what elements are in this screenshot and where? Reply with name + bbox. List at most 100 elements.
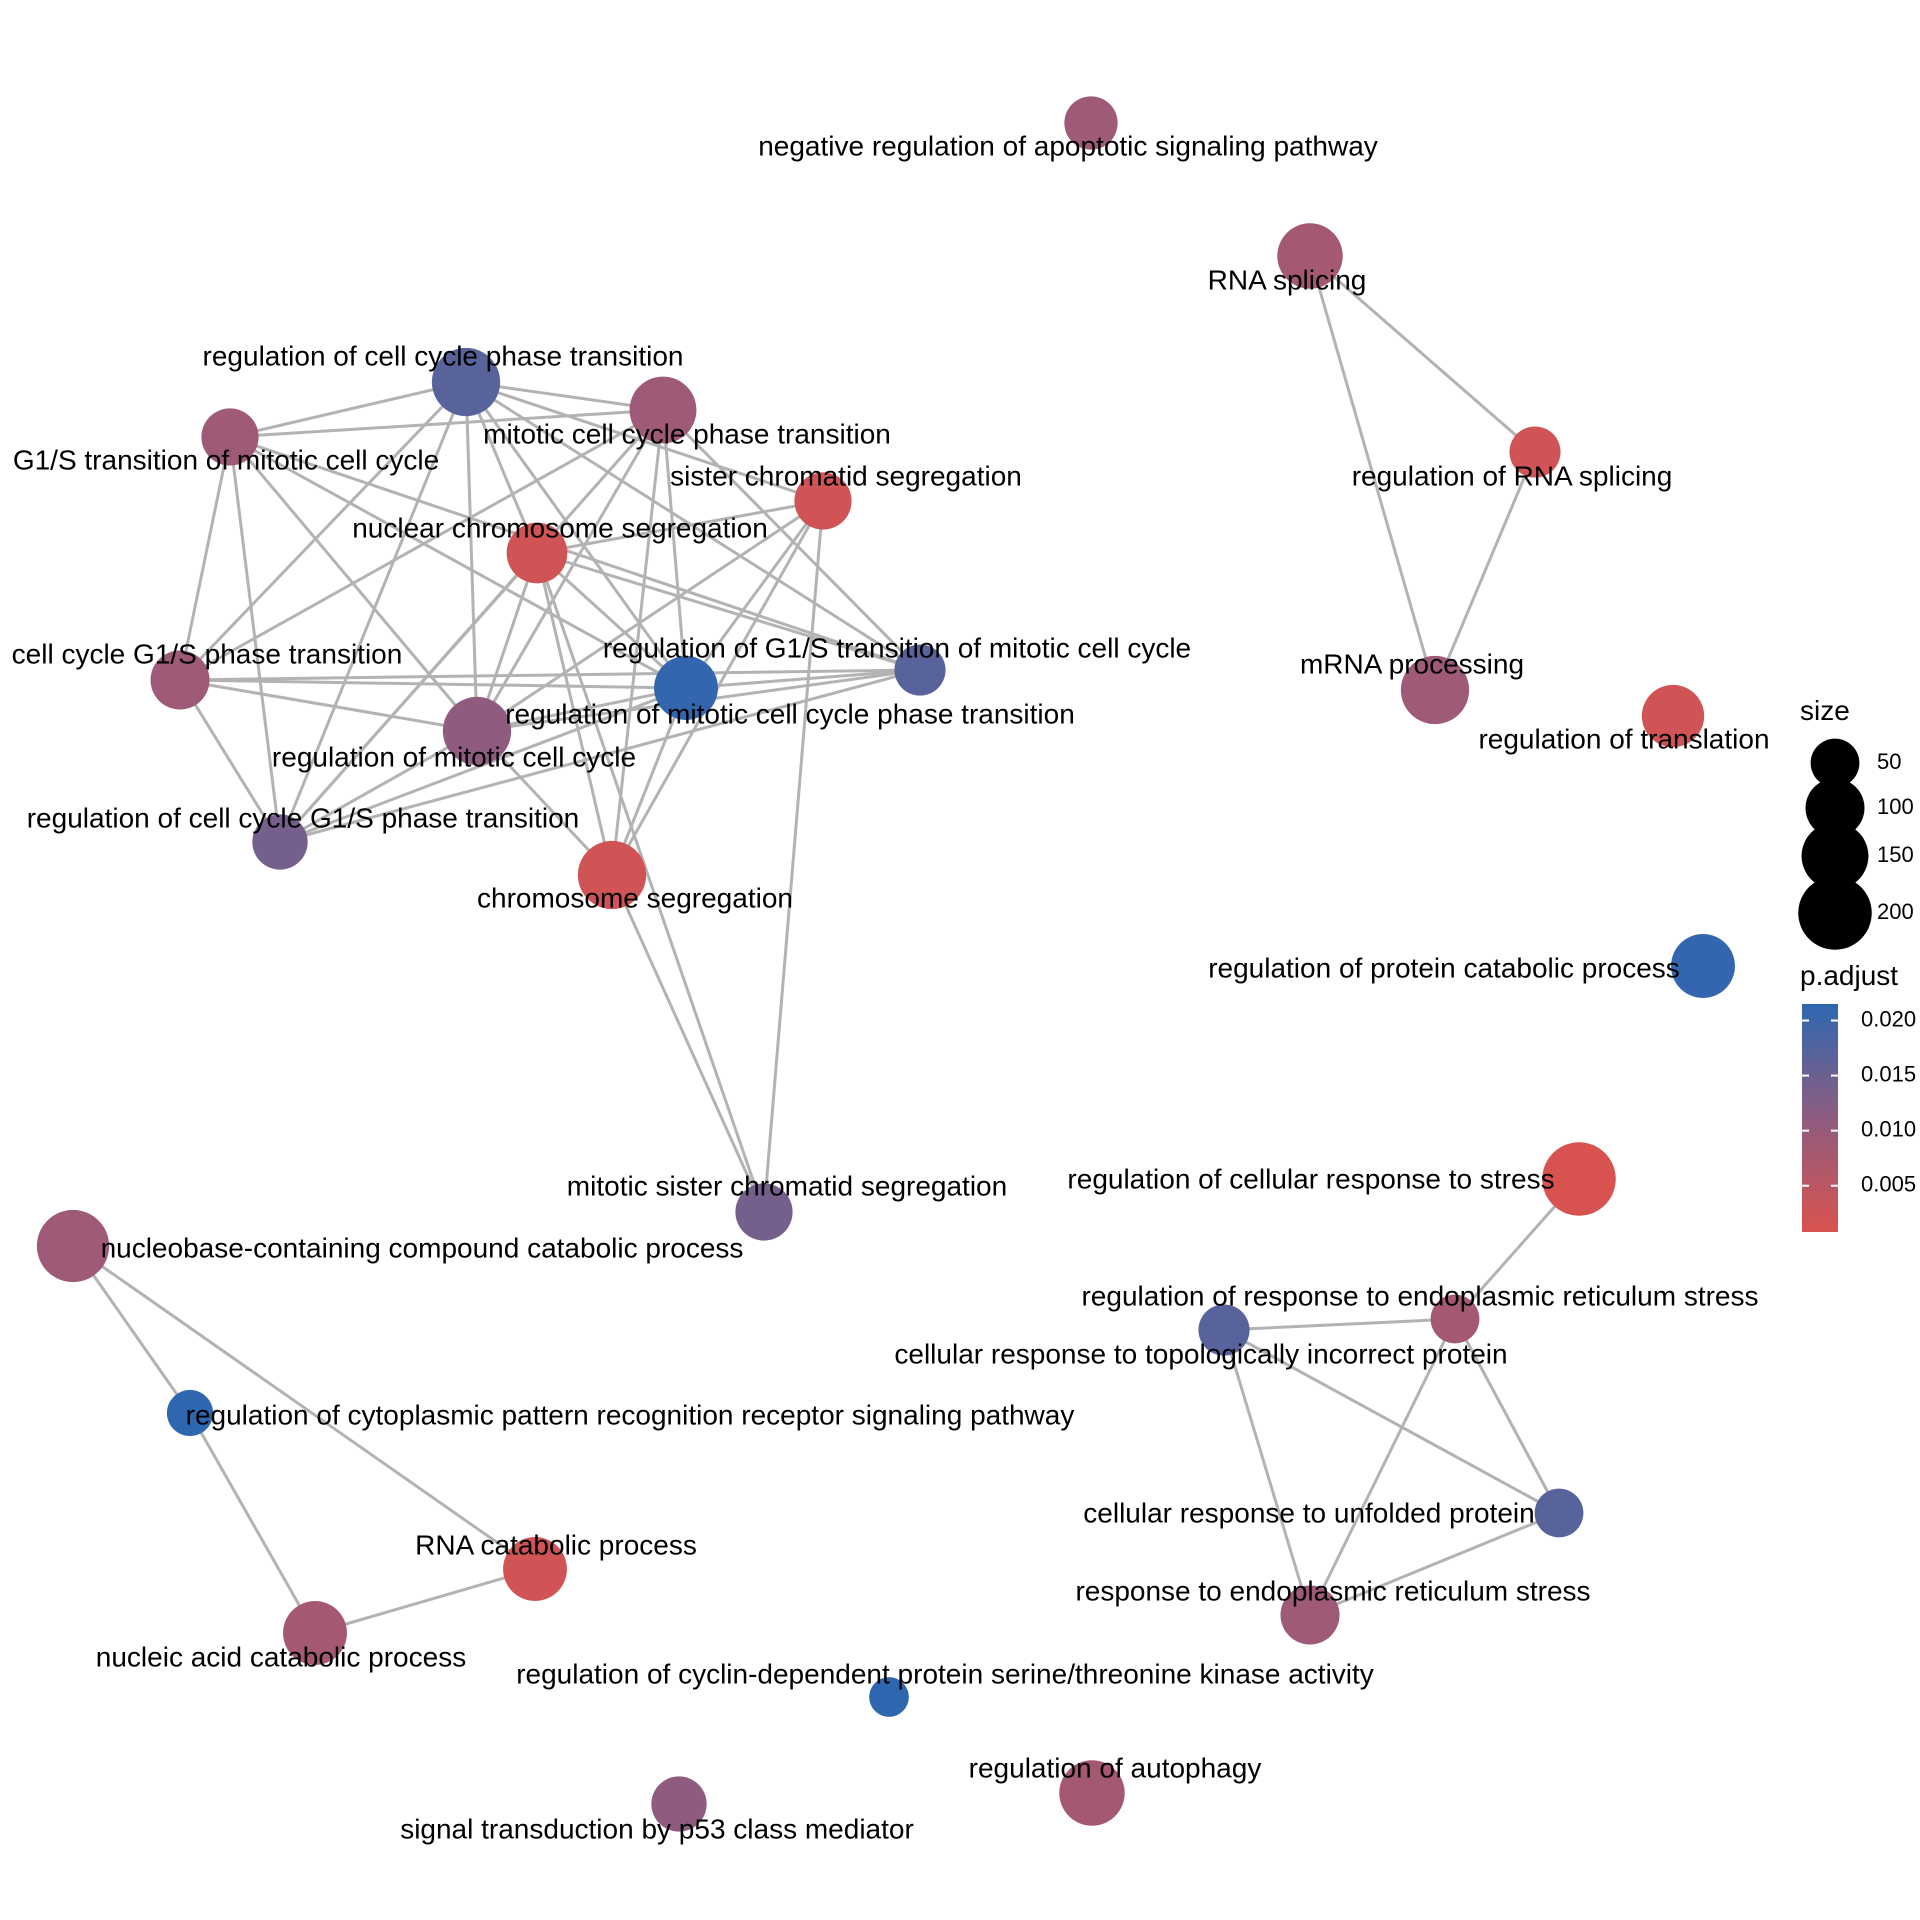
- edge-sister_chrom-mitotic_sister: [762, 500, 825, 1213]
- labels-layer: negative regulation of apoptotic signali…: [12, 130, 1770, 1844]
- node-mrna_proc: [1400, 655, 1470, 725]
- node-label-cc_g1s: cell cycle G1/S phase transition: [12, 638, 403, 669]
- node-label-reg_prot_catab: regulation of protein catabolic process: [1208, 952, 1680, 983]
- node-label-reg_cyto_prr: regulation of cytoplasmic pattern recogn…: [186, 1399, 1075, 1430]
- node-label-reg_cc_phase: regulation of cell cycle phase transitio…: [203, 340, 684, 371]
- edge-reg_cc_phase-g1s_mitotic: [229, 380, 467, 439]
- node-reg_cell_stress: [1542, 1142, 1616, 1216]
- size-legend-circle-150: [1801, 822, 1869, 890]
- edge-reg_cc_phase-reg_mitotic_cc: [464, 381, 479, 732]
- node-reg_mitotic_phase: [654, 656, 718, 720]
- colorbar-tick-label: 0.020: [1861, 1006, 1916, 1031]
- node-label-topo_incorrect: cellular response to topologically incor…: [894, 1338, 1507, 1369]
- node-label-nuclear_chrom: nuclear chromosome segregation: [352, 512, 768, 543]
- edge-cc_g1s-reg_mitotic_phase: [179, 678, 687, 690]
- node-reg_mitotic_cc: [442, 696, 512, 766]
- edge-g1s_mitotic-reg_g1s_mitotic: [229, 435, 921, 672]
- node-reg_translation: [1641, 684, 1705, 748]
- node-nucleobase_catab: [36, 1209, 110, 1283]
- edge-sister_chrom-reg_mitotic_cc: [476, 499, 824, 733]
- edge-mitotic_cc_phase-reg_mitotic_phase: [661, 409, 688, 689]
- node-label-mitotic_sister: mitotic sister chromatid segregation: [567, 1170, 1007, 1201]
- edge-g1s_mitotic-reg_mitotic_phase: [229, 435, 687, 690]
- node-label-reg_cell_stress: regulation of cellular response to stres…: [1067, 1163, 1554, 1194]
- node-mitotic_cc_phase: [629, 376, 697, 444]
- size-legend-label-50: 50: [1877, 749, 1901, 774]
- node-mitotic_sister: [735, 1183, 793, 1241]
- edge-reg_g1s_mitotic-reg_mitotic_phase: [685, 668, 921, 690]
- edge-reg_cc_phase-reg_cc_g1s: [278, 381, 468, 843]
- node-label-reg_cc_g1s: regulation of cell cycle G1/S phase tran…: [27, 802, 580, 833]
- node-reg_prot_catab: [1671, 934, 1735, 998]
- colorbar-tick-label: 0.015: [1861, 1061, 1916, 1086]
- node-reg_autophagy: [1059, 1760, 1125, 1826]
- node-label-nucleobase_catab: nucleobase-containing compound catabolic…: [101, 1232, 744, 1263]
- node-label-unfolded_prot: cellular response to unfolded protein: [1083, 1497, 1534, 1528]
- node-reg_cc_g1s: [252, 814, 308, 870]
- edge-reg_cc_phase-cc_g1s: [178, 380, 468, 682]
- node-reg_rna_splicing: [1509, 426, 1561, 478]
- edge-nuclear_chrom-reg_cc_g1s: [278, 552, 539, 843]
- edge-reg_mitotic_cc-reg_cc_g1s: [279, 729, 478, 844]
- node-label-reg_autophagy: regulation of autophagy: [969, 1752, 1262, 1783]
- node-label-reg_g1s_mitotic: regulation of G1/S transition of mitotic…: [603, 632, 1191, 663]
- node-cc_g1s: [150, 650, 210, 710]
- node-unfolded_prot: [1534, 1488, 1584, 1538]
- edge-reg_cc_phase-reg_mitotic_phase: [464, 381, 688, 689]
- node-topo_incorrect: [1198, 1304, 1250, 1356]
- node-g1s_mitotic: [201, 408, 259, 466]
- node-reg_cc_phase: [431, 347, 501, 417]
- node-nucleic_catab: [283, 1601, 347, 1665]
- edge-chrom_seg-mitotic_sister: [610, 874, 766, 1213]
- node-label-reg_rna_splicing: regulation of RNA splicing: [1352, 460, 1673, 491]
- size-legend-circle-50: [1810, 738, 1860, 788]
- edge-rna_splicing-reg_rna_splicing: [1309, 254, 1536, 454]
- edge-cc_g1s-reg_g1s_mitotic: [179, 668, 921, 682]
- node-label-reg_mitotic_phase: regulation of mitotic cell cycle phase t…: [505, 698, 1075, 729]
- node-neg_apop: [1064, 96, 1118, 150]
- edge-reg_mitotic_phase-reg_mitotic_cc: [476, 686, 687, 733]
- edge-reg_rna_splicing-mrna_proc: [1433, 451, 1537, 691]
- node-label-neg_apop: negative regulation of apoptotic signali…: [758, 130, 1378, 161]
- node-label-sister_chrom: sister chromatid segregation: [670, 460, 1022, 491]
- size-legend-circle-200: [1798, 876, 1872, 950]
- size-legend-label-100: 100: [1877, 794, 1914, 819]
- edge-reg_er_stress-topo_incorrect: [1223, 1317, 1456, 1332]
- edge-g1s_mitotic-cc_g1s: [178, 436, 232, 681]
- edge-mitotic_cc_phase-reg_mitotic_cc: [475, 409, 665, 732]
- edge-nuclear_chrom-mitotic_sister: [535, 552, 766, 1213]
- node-label-reg_mitotic_cc: regulation of mitotic cell cycle: [272, 741, 636, 772]
- edge-nuclear_chrom-chrom_seg: [535, 552, 614, 876]
- edge-mitotic_cc_phase-g1s_mitotic: [229, 408, 664, 439]
- edge-g1s_mitotic-reg_cc_g1s: [228, 436, 282, 843]
- size-legend-label-150: 150: [1877, 842, 1914, 867]
- node-sister_chrom: [794, 472, 852, 530]
- edge-topo_incorrect-resp_er_stress: [1222, 1329, 1312, 1616]
- node-reg_g1s_mitotic: [894, 644, 946, 696]
- node-reg_cyto_prr: [166, 1389, 214, 1437]
- node-rna_catab: [503, 1537, 567, 1601]
- node-resp_er_stress: [1280, 1585, 1340, 1645]
- edge-g1s_mitotic-reg_mitotic_cc: [228, 436, 479, 732]
- edge-reg_cyto_prr-nucleic_catab: [188, 1412, 317, 1634]
- node-label-resp_er_stress: response to endoplasmic reticulum stress: [1075, 1575, 1590, 1606]
- edge-reg_er_stress-resp_er_stress: [1308, 1318, 1457, 1616]
- p-adjust-colorbar: [1802, 1004, 1838, 1232]
- edge-rna_catab-nucleic_catab: [314, 1567, 536, 1635]
- edge-topo_incorrect-unfolded_prot: [1223, 1328, 1560, 1515]
- node-chrom_seg: [577, 840, 647, 910]
- node-label-mitotic_cc_phase: mitotic cell cycle phase transition: [483, 418, 891, 449]
- nodes-layer: [36, 96, 1735, 1832]
- node-label-rna_catab: RNA catabolic process: [415, 1529, 697, 1560]
- edge-mitotic_cc_phase-reg_g1s_mitotic: [661, 408, 922, 672]
- p-adjust-legend-title: p.adjust: [1800, 960, 1898, 991]
- node-label-reg_cdk: regulation of cyclin-dependent protein s…: [516, 1658, 1374, 1689]
- edge-reg_g1s_mitotic-reg_cc_g1s: [279, 668, 921, 844]
- edge-sister_chrom-reg_mitotic_phase: [684, 500, 825, 689]
- node-label-rna_splicing: RNA splicing: [1208, 264, 1367, 295]
- node-nuclear_chrom: [506, 522, 568, 584]
- node-rna_splicing: [1277, 223, 1343, 289]
- edge-nuclear_chrom-reg_mitotic_phase: [535, 551, 688, 690]
